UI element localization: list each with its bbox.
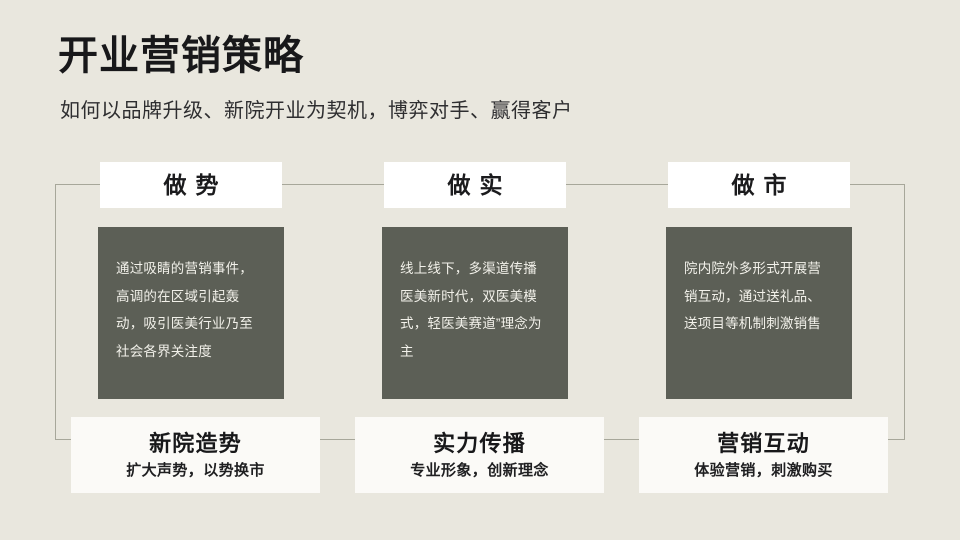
column-header-box-1: 做势 xyxy=(100,162,282,208)
column-footer-box-3: 营销互动 体验营销，刺激购买 xyxy=(639,417,888,493)
column-body-text-1: 通过吸睛的营销事件，高调的在区域引起轰动，吸引医美行业乃至社会各界关注度 xyxy=(116,261,253,360)
column-footer-box-1: 新院造势 扩大声势，以势换市 xyxy=(71,417,320,493)
column-footer-title-3: 营销互动 xyxy=(717,431,810,457)
column-body-text-2: 线上线下，多渠道传播医美新时代，双医美模式，轻医美赛道”理念为主 xyxy=(400,261,542,360)
strategy-column-2: 做实 线上线下，多渠道传播医美新时代，双医美模式，轻医美赛道”理念为主 实力传播… xyxy=(320,0,604,540)
page-subtitle: 如何以品牌升级、新院开业为契机，博弈对手、赢得客户 xyxy=(60,100,573,122)
column-header-box-3: 做市 xyxy=(668,162,850,208)
column-body-card-1: 通过吸睛的营销事件，高调的在区域引起轰动，吸引医美行业乃至社会各界关注度 xyxy=(98,227,284,399)
column-body-card-3: 院内院外多形式开展营销互动，通过送礼品、送项目等机制刺激销售 xyxy=(666,227,852,399)
column-header-label-1: 做势 xyxy=(163,171,228,198)
page-title: 开业营销策略 xyxy=(58,34,304,78)
strategy-column-3: 做市 院内院外多形式开展营销互动，通过送礼品、送项目等机制刺激销售 营销互动 体… xyxy=(604,0,888,540)
column-footer-subtitle-2: 专业形象，创新理念 xyxy=(410,461,549,479)
column-body-card-2: 线上线下，多渠道传播医美新时代，双医美模式，轻医美赛道”理念为主 xyxy=(382,227,568,399)
column-footer-subtitle-3: 体验营销，刺激购买 xyxy=(694,461,833,479)
column-header-label-3: 做市 xyxy=(731,171,796,198)
column-header-box-2: 做实 xyxy=(384,162,566,208)
column-footer-subtitle-1: 扩大声势，以势换市 xyxy=(126,461,265,479)
column-footer-title-1: 新院造势 xyxy=(149,431,242,457)
column-footer-box-2: 实力传播 专业形象，创新理念 xyxy=(355,417,604,493)
column-body-text-3: 院内院外多形式开展营销互动，通过送礼品、送项目等机制刺激销售 xyxy=(684,261,821,332)
strategy-column-1: 做势 通过吸睛的营销事件，高调的在区域引起轰动，吸引医美行业乃至社会各界关注度 … xyxy=(36,0,320,540)
column-header-label-2: 做实 xyxy=(447,171,512,198)
column-footer-title-2: 实力传播 xyxy=(433,431,526,457)
